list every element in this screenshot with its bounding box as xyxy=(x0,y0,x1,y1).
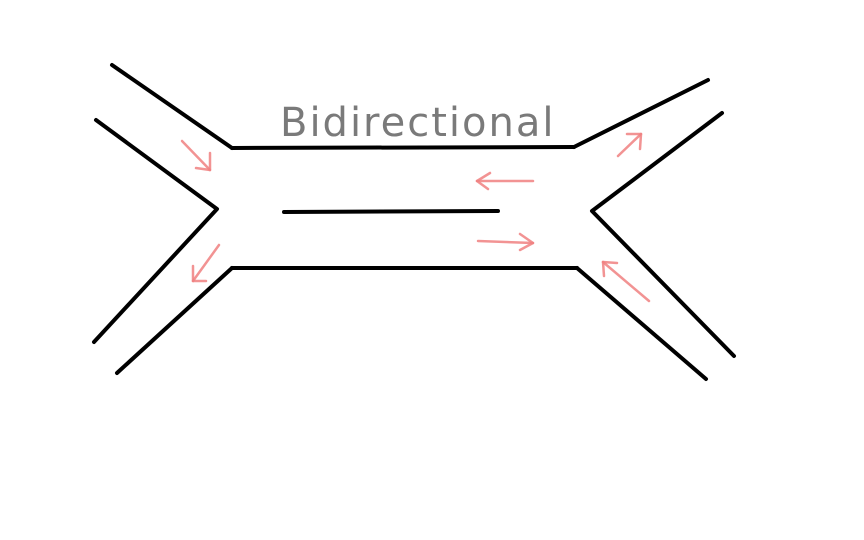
arrow-westbound-lane xyxy=(475,171,535,191)
right-inner-corner xyxy=(590,111,736,358)
upper-right-branch-outer xyxy=(572,78,710,149)
arrow-exit-lower-left xyxy=(191,243,221,283)
lower-left-branch-outer xyxy=(115,266,234,375)
traffic-arrows xyxy=(180,132,651,303)
upper-left-branch-outer xyxy=(110,63,234,150)
center-divider xyxy=(282,209,500,214)
arrow-exit-upper-right xyxy=(616,132,643,158)
arrow-eastbound-lane xyxy=(476,232,535,252)
arrow-enter-lower-right xyxy=(601,260,651,303)
diagram-title: Bidirectional xyxy=(280,100,555,146)
left-inner-corner xyxy=(92,118,219,344)
arrow-enter-upper-left xyxy=(180,139,212,172)
lower-right-branch-outer xyxy=(575,266,708,381)
road-outline xyxy=(92,63,736,381)
upper-road-edge xyxy=(230,145,576,150)
